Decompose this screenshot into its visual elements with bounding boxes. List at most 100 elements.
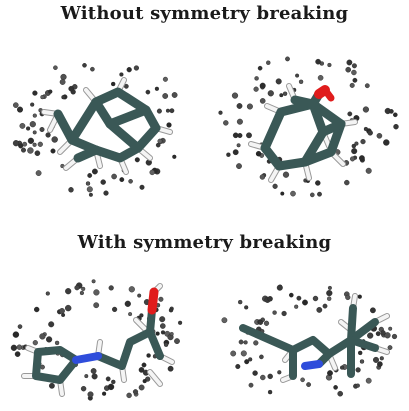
cloud-point: [137, 293, 142, 298]
cloud-point: [236, 163, 242, 170]
cloud-point: [259, 354, 264, 360]
cloud-point: [363, 126, 368, 132]
cloud-point: [108, 285, 114, 291]
cloud-point: [260, 374, 266, 381]
cloud-point: [326, 296, 332, 301]
cloud-point: [48, 89, 53, 94]
cloud-point: [326, 290, 333, 297]
cloud-point: [315, 58, 321, 65]
cloud-point: [93, 289, 100, 296]
cloud-point: [17, 324, 23, 329]
cloud-point: [32, 340, 38, 346]
cloud-point: [110, 81, 116, 87]
cloud-point: [340, 365, 345, 370]
cloud-point: [238, 299, 243, 305]
cloud-point: [79, 290, 84, 296]
cloud-point: [39, 333, 46, 340]
cloud-point: [296, 295, 302, 301]
cloud-point: [230, 350, 237, 357]
cloud-point: [357, 294, 362, 299]
cloud-point: [355, 383, 360, 388]
cloud-point: [14, 351, 21, 357]
cloud-point: [134, 157, 140, 163]
cloud-point: [169, 331, 174, 336]
cloud-point: [154, 86, 159, 91]
cloud-point: [169, 108, 175, 114]
cloud-point: [101, 391, 107, 396]
cloud-point: [174, 338, 180, 345]
cloud-point: [18, 143, 24, 149]
molecule-panel-with-2: [221, 284, 398, 397]
cloud-point: [54, 340, 60, 346]
cloud-point: [344, 179, 350, 186]
cloud-point: [267, 373, 273, 380]
cloud-point: [74, 285, 80, 291]
cloud-point: [349, 156, 355, 162]
cloud-point: [111, 379, 116, 385]
cloud-point: [358, 155, 365, 162]
cloud-point: [248, 357, 253, 362]
cloud-point: [300, 377, 305, 383]
cloud-point: [50, 148, 56, 154]
cloud-point: [244, 359, 250, 365]
cloud-point: [306, 382, 312, 388]
cloud-point: [168, 308, 174, 313]
cloud-point: [351, 69, 357, 76]
cloud-point: [267, 389, 273, 395]
cloud-point: [253, 86, 259, 92]
cloud-point: [383, 139, 390, 146]
cloud-point: [231, 92, 239, 99]
cloud-point: [218, 110, 223, 115]
cloud-point: [162, 76, 168, 82]
molecule-panel-without-2: [218, 56, 399, 198]
section-title-with-symmetry-breaking: With symmetry breaking: [77, 232, 332, 253]
cloud-point: [236, 118, 243, 125]
cloud-point: [32, 90, 38, 96]
cloud-point: [100, 179, 106, 185]
cloud-point: [285, 56, 290, 62]
cloud-point: [266, 60, 271, 65]
cloud-point: [272, 183, 278, 189]
cloud-point: [64, 304, 72, 312]
cloud-point: [263, 320, 270, 326]
point-cloud: [10, 279, 183, 401]
cloud-point: [59, 308, 65, 314]
cloud-point: [45, 291, 50, 296]
cloud-point: [310, 192, 315, 198]
cloud-point: [352, 77, 358, 83]
cloud-point: [347, 111, 353, 117]
cloud-point: [91, 279, 96, 284]
section-title-without-symmetry-breaking: Without symmetry breaking: [60, 3, 349, 24]
cloud-point: [141, 362, 147, 368]
cloud-point: [391, 333, 398, 340]
cloud-point: [280, 191, 285, 196]
cloud-point: [35, 170, 42, 177]
cloud-point: [10, 344, 18, 351]
cloud-point: [327, 285, 332, 290]
cloud-point: [128, 178, 133, 184]
cloud-point: [294, 304, 299, 309]
cloud-point: [159, 323, 166, 329]
cloud-point: [317, 75, 324, 81]
carbon-skeleton: [260, 95, 346, 171]
cloud-point: [157, 138, 163, 144]
cloud-point: [162, 93, 169, 99]
heteroatoms: [72, 287, 159, 364]
cloud-point: [124, 300, 131, 307]
cloud-point: [145, 89, 151, 95]
cloud-point: [92, 168, 98, 175]
cloud-point: [142, 378, 147, 384]
cloud-point: [87, 173, 93, 178]
cloud-point: [277, 370, 282, 375]
cloud-point: [171, 92, 178, 98]
cloud-point: [276, 284, 283, 291]
cloud-point: [59, 79, 66, 85]
carbon-skeleton: [239, 304, 379, 380]
cloud-point: [232, 149, 239, 156]
cloud-point: [259, 98, 266, 104]
cloud-point: [327, 62, 332, 68]
cloud-point: [317, 191, 322, 197]
cloud-point: [49, 382, 55, 389]
cloud-point: [380, 330, 386, 336]
